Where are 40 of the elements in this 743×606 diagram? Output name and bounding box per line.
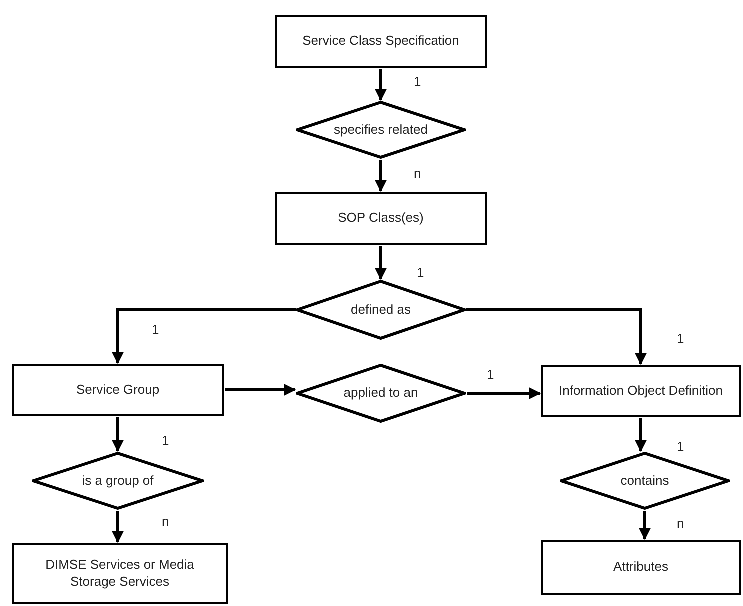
entity-box	[275, 192, 487, 245]
entity-label: SOP Class(es)	[337, 210, 425, 227]
connector-arrow	[466, 308, 647, 366]
connector-arrow	[639, 511, 651, 540]
entity-label: DIMSE Services or Media Storage Services	[44, 556, 196, 590]
cardinality-label: 1	[415, 266, 426, 279]
entity-box	[541, 540, 741, 595]
connector-arrow	[375, 246, 387, 280]
relationship-label: defined as	[350, 302, 412, 318]
connector-arrow	[375, 160, 387, 192]
cardinality-label: 1	[150, 323, 162, 336]
cardinality-label: 1	[412, 75, 424, 88]
relationship-label: is a group of	[81, 472, 155, 490]
connector-arrow	[112, 511, 124, 544]
entity-label: Service Group	[75, 382, 161, 398]
relationship-diamond	[32, 452, 204, 510]
cardinality-label: 1	[675, 440, 686, 453]
relationship-diamond	[560, 452, 730, 510]
cardinality-label: 1	[160, 434, 172, 447]
connector-arrow	[635, 418, 647, 452]
connector-arrow	[225, 384, 296, 396]
entity-box	[275, 15, 487, 68]
connector-arrow	[375, 69, 387, 102]
entity-box	[12, 364, 224, 416]
relationship-diamond	[296, 280, 466, 340]
connector-arrow	[467, 388, 542, 400]
relationship-label: applied to an	[342, 385, 420, 402]
cardinality-label: 1	[675, 332, 686, 345]
entity-box	[12, 543, 228, 604]
relationship-diamond	[296, 101, 466, 159]
cardinality-label: 1	[485, 368, 496, 381]
relationship-diamond	[296, 364, 466, 423]
entity-box	[541, 365, 741, 417]
entity-label: Service Class Specification	[302, 33, 460, 50]
relationship-label: specifies related	[333, 122, 429, 138]
connector-arrow	[112, 308, 296, 364]
relationship-label: contains	[620, 472, 670, 490]
entity-label: Information Object Definition	[558, 382, 724, 400]
entity-label: Attributes	[612, 559, 670, 576]
connector-arrow	[112, 417, 124, 452]
